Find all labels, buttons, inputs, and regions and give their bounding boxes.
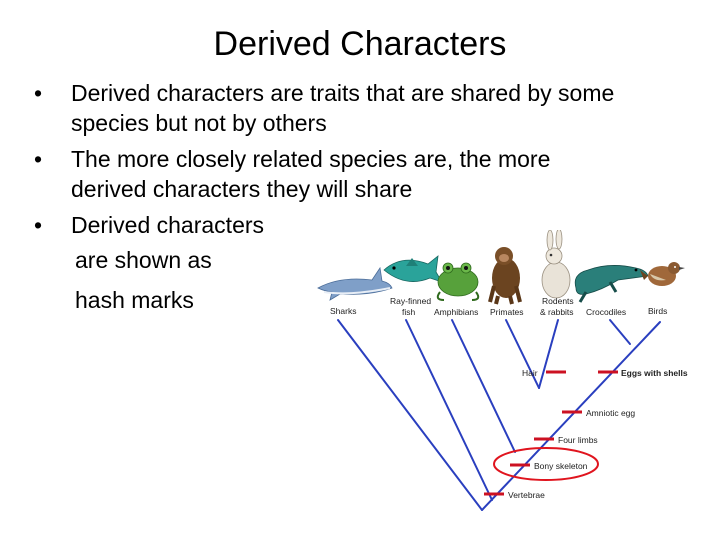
- taxon-label: Birds: [648, 306, 667, 316]
- trait-label: Amniotic egg: [586, 408, 635, 418]
- bullet-item: • Derived characters are shown as hash m…: [28, 210, 698, 319]
- branch-fish: [405, 319, 493, 501]
- branch-crocodiles: [609, 319, 631, 345]
- bullet-line: The more closely related species are, th…: [71, 146, 551, 172]
- fish-icon: [383, 255, 443, 283]
- trait-label: Bony skeleton: [534, 461, 588, 471]
- bullet-list: • Derived characters are traits that are…: [28, 78, 698, 325]
- trait-label: Eggs with shells: [621, 368, 688, 378]
- bullet-dot: •: [33, 80, 43, 106]
- monkey-icon: [488, 247, 522, 305]
- trait-label: Vertebrae: [508, 490, 545, 500]
- bullet-line: Derived characters are traits that are s…: [71, 80, 615, 106]
- trait-label: Hair: [522, 368, 538, 378]
- bullet-dot: •: [33, 212, 43, 238]
- bird-icon: [640, 262, 685, 286]
- frog-icon: [436, 262, 480, 301]
- hash-marks: [484, 370, 618, 496]
- branch-amphibians: [451, 319, 516, 453]
- branch-main: [337, 319, 483, 511]
- highlight-ellipse: [493, 447, 599, 481]
- bullet-line: species but not by others: [71, 110, 327, 136]
- bullet-continuation-line: hash marks: [75, 287, 194, 313]
- taxon-label: Rodents: [542, 296, 574, 306]
- taxon-label: Ray-finned: [390, 296, 431, 306]
- rabbit-icon: [541, 230, 571, 299]
- bullet-line: Derived characters: [71, 212, 265, 238]
- bullet-item: • The more closely related species are, …: [28, 144, 698, 204]
- bullet-line: derived characters they will share: [71, 176, 413, 202]
- taxon-label: fish: [402, 307, 416, 317]
- taxon-label: Sharks: [330, 306, 356, 316]
- taxon-label: Primates: [490, 307, 524, 317]
- bullet-dot: •: [33, 146, 43, 172]
- taxon-label: & rabbits: [540, 307, 574, 317]
- slide-title: Derived Characters: [213, 25, 507, 63]
- trait-label: Four limbs: [558, 435, 598, 445]
- crocodile-icon: [574, 265, 649, 303]
- taxon-label: Crocodiles: [586, 307, 626, 317]
- branch-trunk: [481, 321, 661, 511]
- bullet-continuation-line: are shown as: [75, 247, 212, 273]
- bullet-item: • Derived characters are traits that are…: [28, 78, 698, 138]
- taxon-label: Amphibians: [434, 307, 478, 317]
- branch-primates: [505, 319, 540, 389]
- cladogram: Sharks Ray-finned fish Amphibians Primat…: [317, 230, 688, 511]
- shark-icon: [317, 266, 393, 301]
- tree-branches: [337, 319, 661, 511]
- branch-rodents: [538, 319, 559, 389]
